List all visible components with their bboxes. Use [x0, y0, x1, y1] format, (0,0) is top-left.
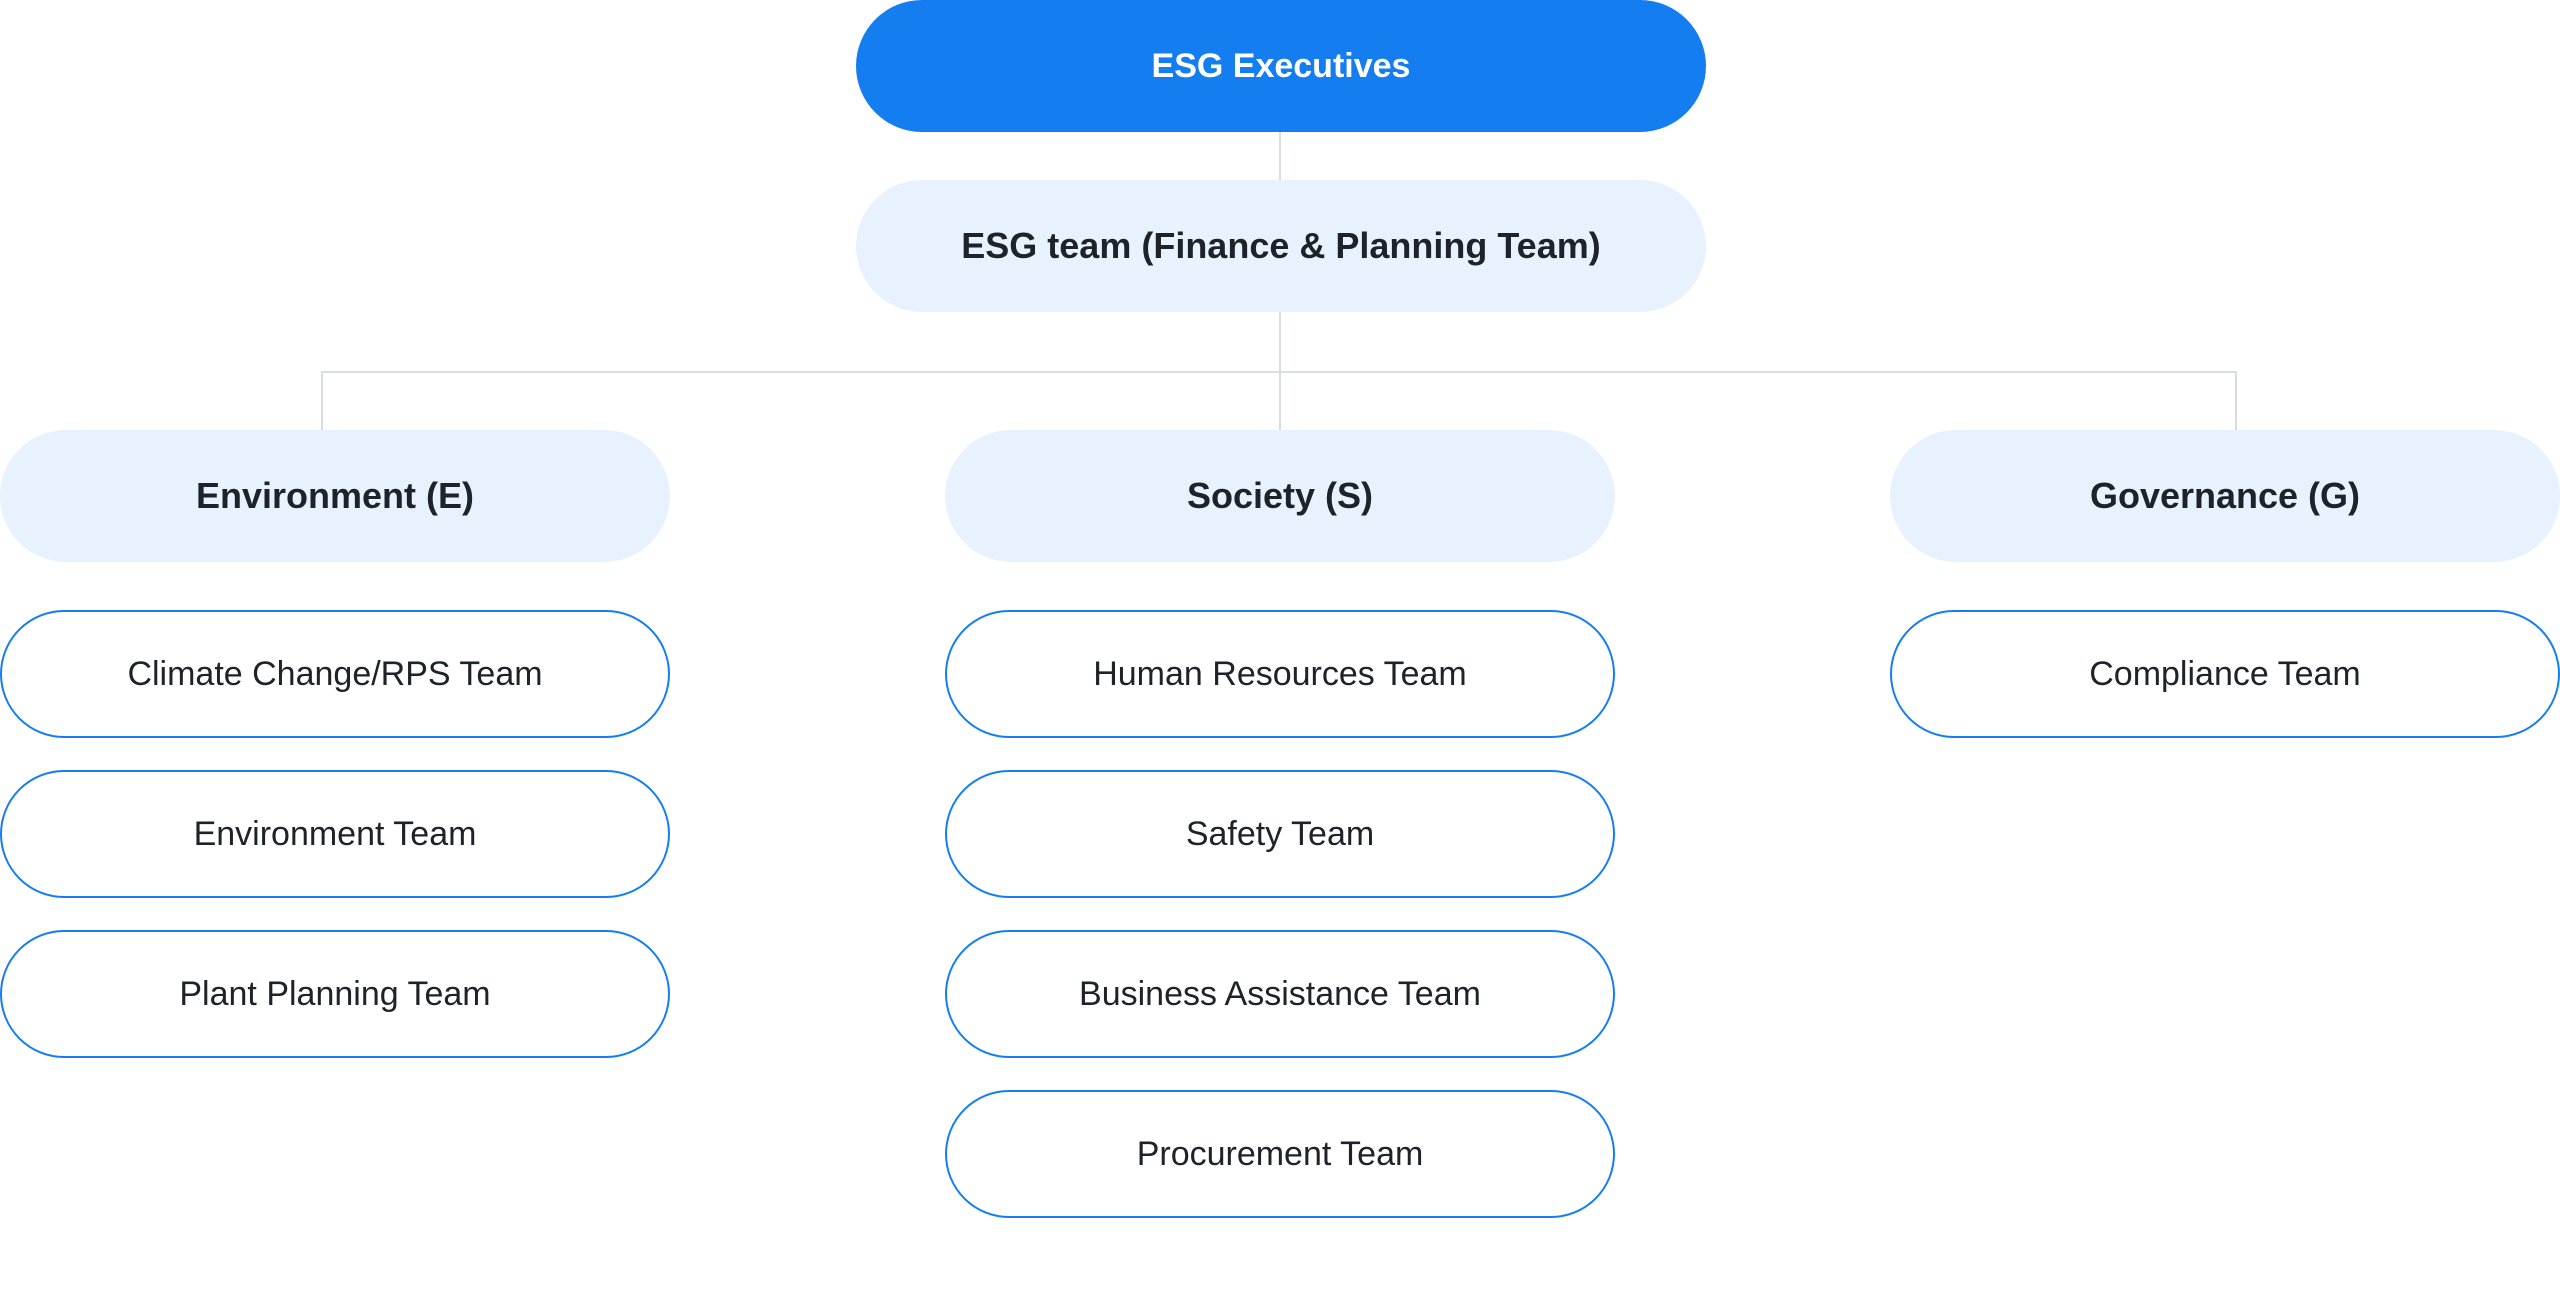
esg-team-node: ESG team (Finance & Planning Team) — [856, 180, 1706, 312]
category-environment-label: Environment (E) — [195, 475, 474, 516]
connector-to-environment — [321, 371, 323, 430]
team-label: Safety Team — [1185, 814, 1375, 853]
team-label: Business Assistance Team — [1079, 974, 1481, 1013]
team-node: Environment Team — [0, 770, 670, 898]
connector-to-society — [1279, 371, 1281, 430]
team-node: Plant Planning Team — [0, 930, 670, 1058]
category-society: Society (S) — [945, 430, 1615, 562]
category-environment: Environment (E) — [0, 430, 670, 562]
team-node: Procurement Team — [945, 1090, 1615, 1218]
connector-team-trunk — [1279, 312, 1281, 372]
team-node: Business Assistance Team — [945, 930, 1615, 1058]
esg-executives-node: ESG Executives — [856, 0, 1706, 132]
team-label: Plant Planning Team — [179, 974, 491, 1013]
connector-to-governance — [2235, 371, 2237, 430]
category-governance-label: Governance (G) — [2089, 475, 2361, 516]
category-governance: Governance (G) — [1890, 430, 2560, 562]
team-node: Human Resources Team — [945, 610, 1615, 738]
category-society-label: Society (S) — [1186, 475, 1374, 516]
team-label: Human Resources Team — [1093, 654, 1467, 693]
team-label: Climate Change/RPS Team — [127, 654, 543, 693]
team-node: Safety Team — [945, 770, 1615, 898]
team-node: Compliance Team — [1890, 610, 2560, 738]
connector-exec-to-team — [1279, 132, 1281, 180]
team-node: Climate Change/RPS Team — [0, 610, 670, 738]
team-label: Compliance Team — [2089, 654, 2361, 693]
team-label: Environment Team — [193, 814, 477, 853]
team-label: Procurement Team — [1136, 1134, 1424, 1173]
esg-executives-label: ESG Executives — [1151, 46, 1411, 85]
esg-team-label: ESG team (Finance & Planning Team) — [961, 225, 1601, 266]
